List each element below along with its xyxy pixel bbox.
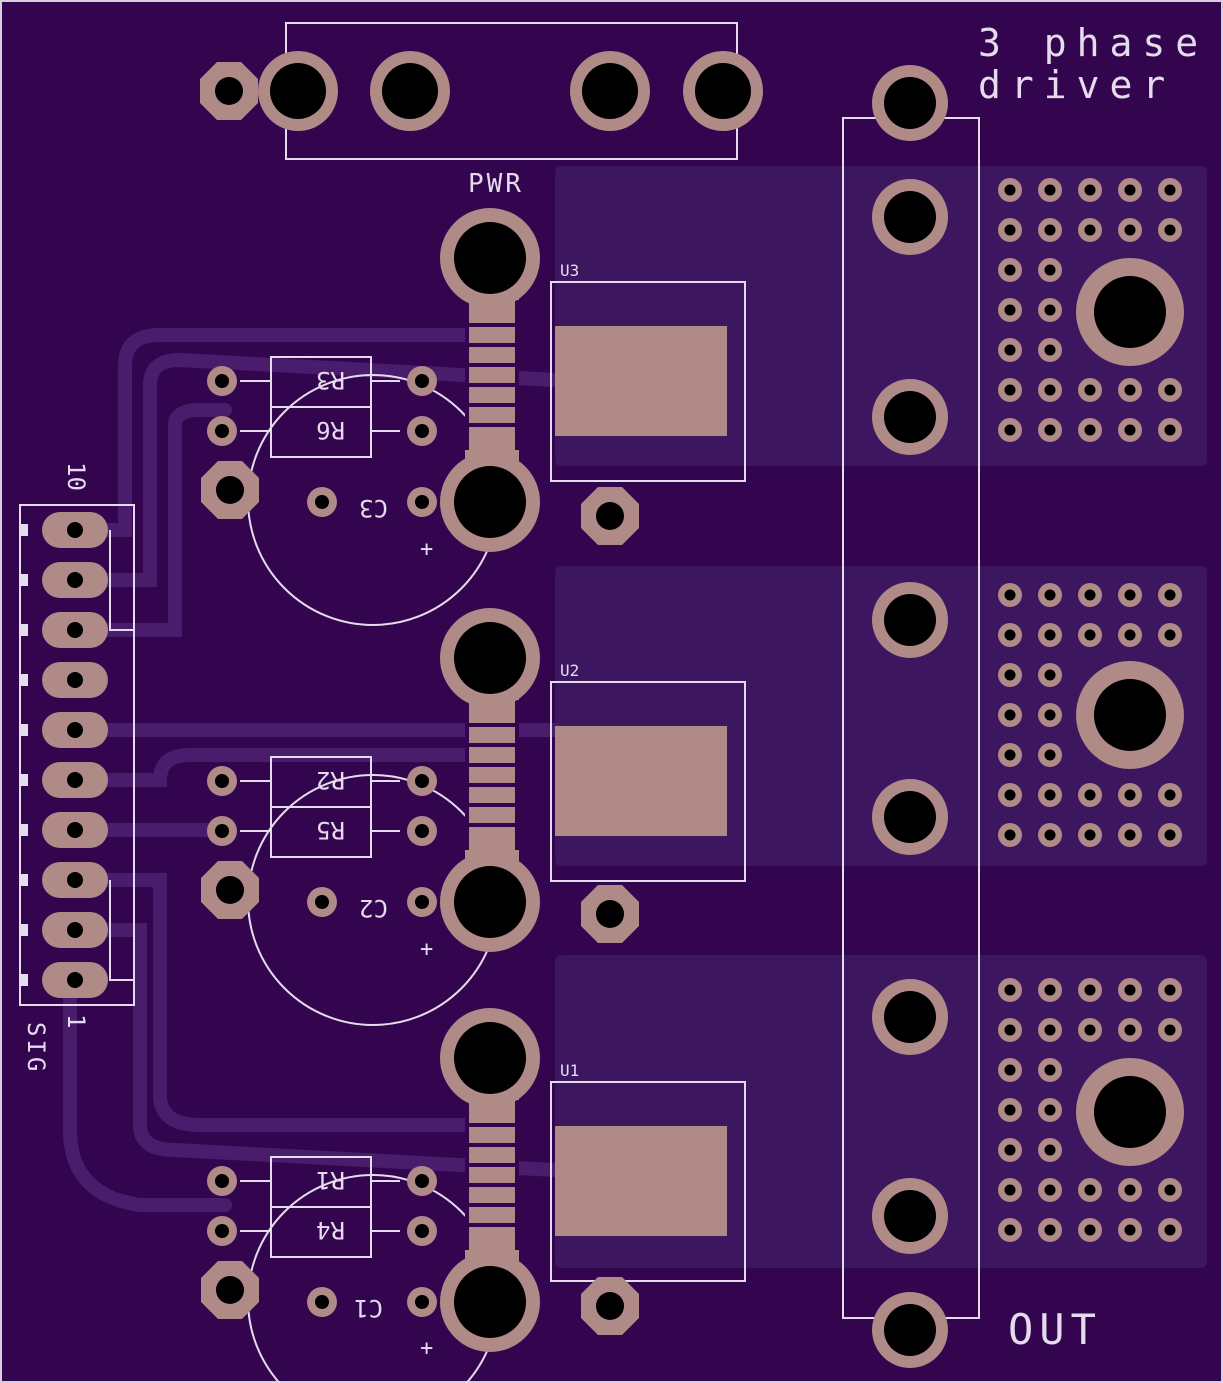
r4-label: R4 [316,1216,345,1244]
sig-header-ticks [20,524,28,986]
u3-outline [550,281,746,482]
c2-plus-label: + [420,937,433,962]
silk-labels: 3 phase driver PWR OUT U3 U2 U1 + + + [420,21,1208,1361]
c3-plus-label: + [420,537,433,562]
sig-label: SIG [22,1022,50,1074]
pin1-label: 1 [62,1014,90,1028]
u1-outline [550,1081,746,1282]
u2-label: U2 [560,661,579,680]
u-smd-pads [555,326,727,1236]
u3-power-stack [440,208,540,552]
r5-label: R5 [316,816,345,844]
r6-label: R6 [316,416,345,444]
r3-label: R3 [316,366,345,394]
c2-label: C2 [359,894,388,922]
c3-label: C3 [359,494,388,522]
c1-label: C1 [354,1294,383,1322]
pin10-label: 10 [62,462,90,491]
sig-header-outline [19,504,135,1006]
board-title-line2: driver [978,63,1175,107]
u3-label: U3 [560,261,579,280]
u2-power-stack [440,608,540,952]
board-title-line1: 3 phase [978,21,1208,65]
rotated-silk-labels: R3 R6 C3 R2 R5 C2 R1 R4 C1 10 1 SIG [22,366,388,1322]
u2-outline [550,681,746,882]
signal-traces [63,328,562,1212]
r1-label: R1 [316,1166,345,1194]
out-label: OUT [1008,1305,1102,1354]
c1-plus-label: + [420,1336,433,1361]
u1-power-stack [440,1008,540,1352]
u1-label: U1 [560,1061,579,1080]
r2-label: R2 [316,766,345,794]
pwr-label: PWR [468,169,524,199]
